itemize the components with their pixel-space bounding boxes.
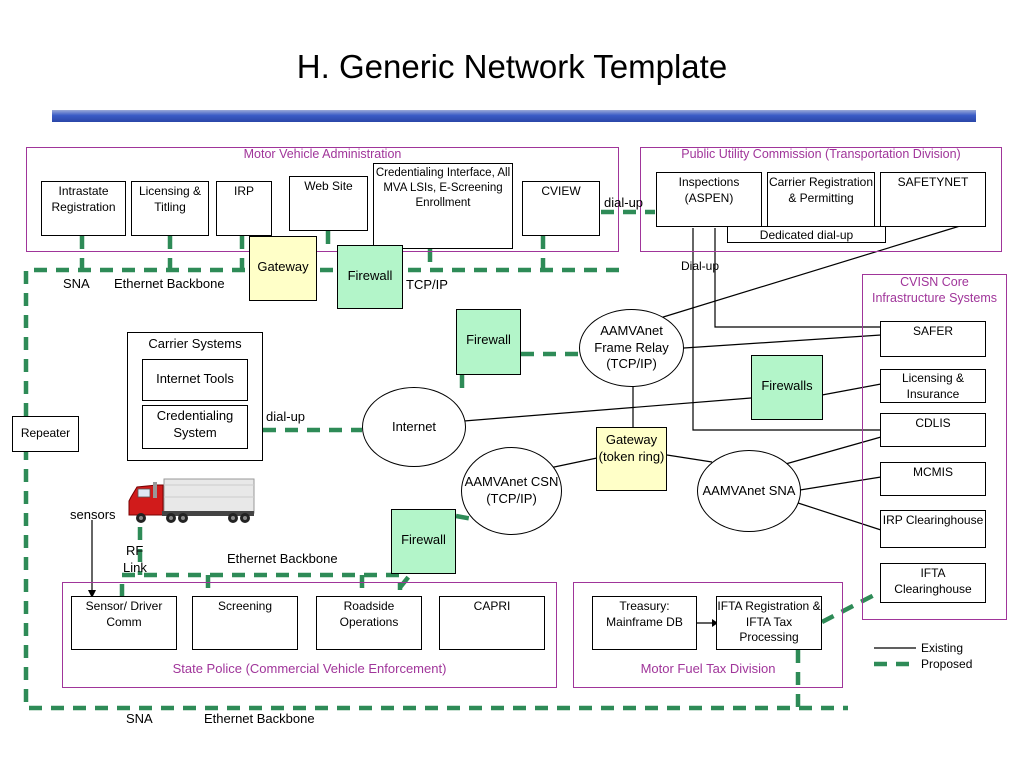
tcpip-label: TCP/IP [406, 277, 448, 292]
truck-icon [128, 478, 255, 523]
firewall-bottom-box: Firewall [391, 509, 456, 574]
link-framerelay-safer [683, 334, 882, 349]
cdlis-box: CDLIS [880, 413, 986, 447]
group-mva [26, 147, 619, 252]
ethernet-top-label: Ethernet Backbone [114, 276, 225, 291]
link-puc-cdlis [692, 228, 881, 431]
frame-relay-ellipse: AAMVAnet Frame Relay (TCP/IP) [579, 309, 684, 387]
group-mftd-label: Motor Fuel Tax Division [640, 661, 776, 676]
link-label: Link [123, 560, 147, 575]
sensor-driver-comm-box: Sensor/ Driver Comm [71, 596, 177, 650]
link-firewalls-lic [821, 383, 882, 396]
irp-box: IRP [216, 181, 272, 236]
roadside-operations-box: Roadside Operations [316, 596, 422, 650]
link-internet-firewalls [463, 397, 752, 422]
group-police [62, 582, 557, 688]
repeater-box: Repeater [12, 416, 79, 452]
firewalls-box: Firewalls [751, 355, 823, 420]
treasury-arrowhead [712, 619, 718, 627]
carrier-systems-label: Carrier Systems [148, 336, 242, 351]
mcmis-box: MCMIS [880, 462, 986, 496]
credentialing-system-box: Credentialing System [142, 405, 248, 449]
licensing-titling-box: Licensing & Titling [131, 181, 209, 236]
link-puc-safer [714, 228, 881, 328]
legend-existing-label: Existing [921, 641, 964, 655]
sna-top-label: SNA [63, 276, 90, 291]
csn-ellipse: AAMVAnet CSN (TCP/IP) [461, 447, 562, 535]
existing-links [91, 225, 961, 649]
sna-bottom-label: SNA [126, 711, 153, 726]
carrier-registration-box: Carrier Registration & Permitting [767, 172, 875, 227]
group-police-label: State Police (Commercial Vehicle Enforce… [172, 661, 447, 676]
link-gateway-sna [666, 454, 713, 463]
legend-proposed-label: Proposed [921, 657, 973, 671]
link-sna-irp [794, 501, 882, 531]
licensing-insurance-box: Licensing & Insurance [880, 369, 986, 403]
internet-ellipse: Internet [362, 387, 466, 467]
eth-mid-backbone [119, 572, 403, 597]
dialup-carrier-label: dial-up [266, 409, 306, 424]
dedicated-dialup-box: Dedicated dial-up [727, 226, 886, 243]
group-cvisn-label: CVISN Core Infrastructure Systems [871, 275, 998, 306]
intrastate-registration-box: Intrastate Registration [41, 181, 126, 236]
gateway-token-ring-box: Gateway (token ring) [596, 427, 667, 491]
ifta-registration-box: IFTA Registration & IFTA Tax Processing [716, 596, 822, 650]
safetynet-box: SAFETYNET [880, 172, 986, 227]
page-title: H. Generic Network Template [296, 48, 728, 85]
ethernet-mid-label: Ethernet Backbone [227, 551, 338, 566]
group-cvisn [862, 274, 1007, 620]
internet-tools-box: Internet Tools [142, 359, 248, 401]
outer-backbone [23, 267, 848, 711]
group-mftd [573, 582, 843, 688]
sensors-label: sensors [70, 507, 116, 522]
inspections-box: Inspections (ASPEN) [656, 172, 762, 227]
treasury-box: Treasury: Mainframe DB [592, 596, 697, 650]
group-puc-label: Public Utility Commission (Transportatio… [681, 147, 961, 161]
title-bar [52, 110, 976, 122]
ethernet-bottom-label: Ethernet Backbone [204, 711, 315, 726]
capri-box: CAPRI [439, 596, 545, 650]
group-puc [640, 147, 1002, 252]
dialup-cview-label: dial-up [604, 195, 644, 210]
ifta-clearinghouse-box: IFTA Clearinghouse [880, 563, 986, 603]
cview-box: CVIEW [522, 181, 600, 236]
rf-label: RF [126, 543, 144, 558]
screening-box: Screening [192, 596, 298, 650]
safer-box: SAFER [880, 321, 986, 357]
credentialing-interface-box: Credentialing Interface, All MVA LSIs, E… [373, 163, 513, 249]
link-ifta-clearinghouse [820, 590, 882, 624]
irp-clearinghouse-box: IRP Clearinghouse [880, 510, 986, 548]
website-box: Web Site [289, 176, 368, 231]
group-mva-label: Motor Vehicle Administration [243, 147, 402, 161]
sensor-arrowhead [88, 590, 96, 598]
link-framerelay-puc [659, 225, 961, 319]
sna-ellipse: AAMVAnet SNA [697, 450, 801, 532]
gateway-box: Gateway [249, 236, 317, 301]
firewall-middle-box: Firewall [456, 309, 521, 375]
dialup-puc-label: Dial-up [681, 259, 720, 273]
link-firewall-csn [455, 513, 479, 523]
link-sna-mcmis [799, 476, 882, 491]
link-sna-cdlis [781, 436, 882, 466]
firewall-top-box: Firewall [337, 245, 403, 309]
